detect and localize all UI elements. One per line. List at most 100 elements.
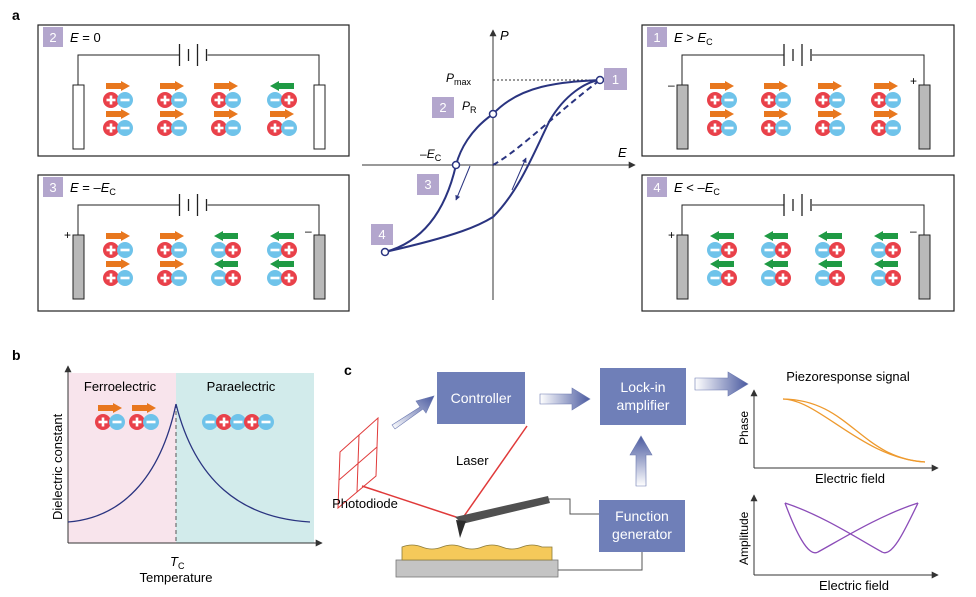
plus-glyph <box>163 95 167 105</box>
left-electrode-sign: + <box>64 228 71 242</box>
dipole <box>129 414 159 430</box>
laser-beam-incident <box>461 425 528 520</box>
dipole <box>267 92 297 108</box>
polarization-arrow <box>764 81 788 91</box>
plus-glyph <box>222 417 226 427</box>
minus-glyph <box>174 248 184 252</box>
region-ferroelectric-label: Ferroelectric <box>84 379 157 394</box>
dipole <box>211 242 241 258</box>
plus-glyph <box>877 123 881 133</box>
dipole <box>761 270 791 286</box>
dipole <box>267 270 297 286</box>
point-1 <box>595 75 605 85</box>
plus-glyph <box>250 417 254 427</box>
plus-glyph <box>109 123 113 133</box>
minus-glyph <box>284 126 294 130</box>
dipole <box>103 242 133 258</box>
minus-glyph <box>112 420 122 424</box>
dipole <box>211 270 241 286</box>
phase-curve-forward <box>782 398 926 463</box>
plus-glyph <box>891 273 895 283</box>
dipole <box>103 120 133 136</box>
region-paraelectric-label: Paraelectric <box>207 379 276 394</box>
laser-beam-reflected <box>361 485 463 520</box>
plus-glyph <box>713 95 717 105</box>
ferroelectric-region <box>68 373 176 543</box>
minus-glyph <box>120 248 130 252</box>
wire-right <box>812 54 925 85</box>
plus-glyph <box>287 273 291 283</box>
dipole <box>871 120 901 136</box>
plus-glyph <box>273 123 277 133</box>
polarization-arrow <box>214 231 238 241</box>
polarization-arrow <box>818 81 842 91</box>
sample-film <box>401 544 553 561</box>
dipole <box>103 270 133 286</box>
minus-glyph <box>214 276 224 280</box>
phase-ylabel: Phase <box>737 411 751 445</box>
laser-label: Laser <box>456 453 489 468</box>
polarization-arrow <box>818 109 842 119</box>
wire-left <box>77 204 180 235</box>
plus-glyph <box>163 245 167 255</box>
dipole <box>761 120 791 136</box>
dipole <box>211 92 241 108</box>
ec-label: –EC <box>420 147 442 163</box>
cantilever <box>455 496 550 524</box>
right-electrode-sign: + <box>910 74 917 88</box>
panel-a-label: a <box>12 7 20 23</box>
dipole <box>871 242 901 258</box>
minus-glyph <box>174 276 184 280</box>
dipole <box>103 92 133 108</box>
plus-glyph <box>727 273 731 283</box>
wire-left <box>681 54 784 85</box>
polarization-arrow <box>98 403 122 413</box>
state-badge <box>43 27 63 47</box>
direction-arrow-up <box>511 157 527 191</box>
polarization-arrow <box>270 109 294 119</box>
plus-glyph <box>163 123 167 133</box>
polarization-arrow <box>106 231 130 241</box>
polarization-arrow <box>874 109 898 119</box>
minus-glyph <box>228 126 238 130</box>
minus-glyph <box>228 98 238 102</box>
plus-glyph <box>767 95 771 105</box>
sample-substrate <box>395 559 559 578</box>
box-frame <box>641 174 955 312</box>
svg-text:2: 2 <box>439 100 446 115</box>
plus-glyph <box>877 95 881 105</box>
left-electrode-sign: + <box>668 228 675 242</box>
paraelectric-region <box>176 373 314 543</box>
plus-glyph <box>109 245 113 255</box>
left-electrode <box>676 84 689 150</box>
dielectric-curve-right <box>175 403 311 523</box>
panel-b-dipoles <box>95 403 274 430</box>
polarization-arrow <box>764 231 788 241</box>
minus-glyph <box>261 420 271 424</box>
minus-glyph <box>120 276 130 280</box>
minus-glyph <box>710 248 720 252</box>
point-2 <box>488 109 498 119</box>
pr-label: PR <box>462 99 477 115</box>
polarization-arrow <box>874 231 898 241</box>
panel-b-label: b <box>12 347 21 363</box>
panel-c-label: c <box>344 362 352 378</box>
loop-virgin-curve <box>492 79 601 166</box>
plus-glyph <box>287 95 291 105</box>
state-badge <box>647 177 667 197</box>
polarization-arrow <box>132 403 156 413</box>
state-badge <box>43 177 63 197</box>
plus-glyph <box>781 245 785 255</box>
amp-ylabel: Amplitude <box>737 511 751 565</box>
plus-glyph <box>713 123 717 133</box>
state-badge-number: 2 <box>49 30 56 45</box>
minus-glyph <box>146 420 156 424</box>
polarization-arrow <box>214 259 238 269</box>
wire-right <box>812 204 925 235</box>
function-label-line1: Function <box>615 508 669 524</box>
polarization-arrow <box>214 81 238 91</box>
plus-glyph <box>101 417 105 427</box>
svg-text:4: 4 <box>378 227 385 242</box>
